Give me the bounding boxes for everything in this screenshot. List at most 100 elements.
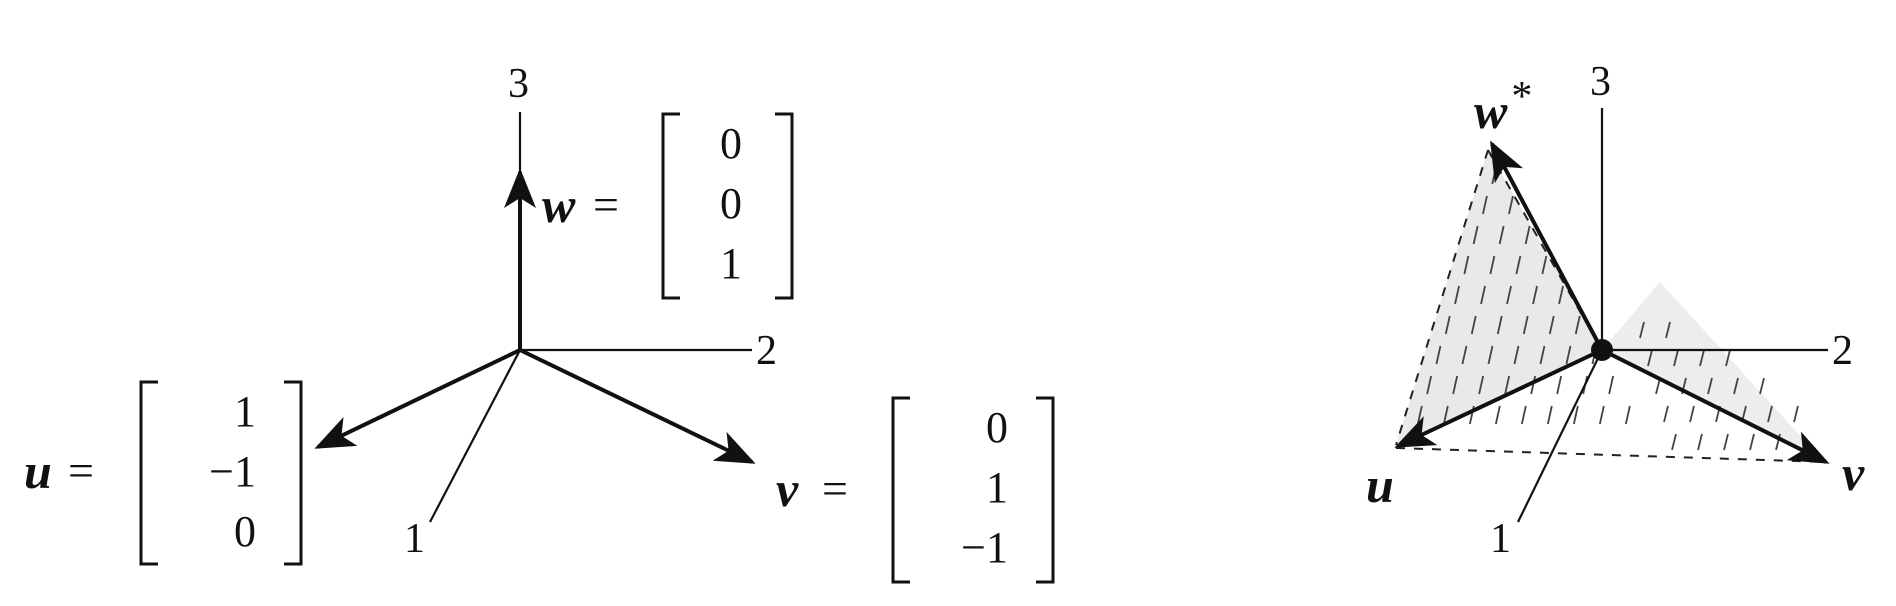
left-vector-v-arrow: [519, 348, 756, 464]
hatch-stroke: [1749, 433, 1755, 451]
hatch-stroke: [1524, 225, 1531, 245]
hatch-stroke: [1498, 225, 1505, 245]
vector-v-definition: v = 0 1 −1: [776, 396, 1055, 584]
left-axis-1: [429, 349, 521, 523]
hatch-stroke: [1639, 321, 1645, 339]
hatch-stroke: [1470, 315, 1477, 335]
right-axis-2-label: 2: [1832, 328, 1853, 374]
right-vector-v-arrow: [1601, 348, 1830, 464]
hatch-stroke: [1574, 315, 1581, 335]
hatch-stroke: [1565, 345, 1572, 365]
hatch-stroke: [1598, 405, 1605, 425]
vector-u-entry-2: −1: [209, 447, 256, 496]
right-vector-u-label: u: [1366, 457, 1394, 513]
hatch-stroke: [1480, 285, 1486, 305]
vector-u-left-bracket: [139, 380, 158, 566]
vector-v-left-bracket: [891, 396, 910, 584]
right-figure: 3 2 1 w* u v: [1366, 59, 1865, 562]
vector-u-equals: =: [68, 445, 94, 496]
hatch-stroke: [1673, 349, 1679, 367]
right-w-star-name: w: [1474, 83, 1508, 139]
hatch-stroke: [1532, 285, 1538, 305]
hatch-stroke: [1508, 195, 1514, 215]
hatch-stroke: [1689, 405, 1695, 423]
hatch-stroke: [1608, 375, 1615, 395]
hatch-stroke: [1793, 405, 1799, 423]
vector-w-name: w: [542, 177, 576, 233]
hatch-stroke: [1759, 377, 1765, 395]
left-vector-u-arrow: [314, 348, 521, 449]
vector-v-right-bracket: [1036, 396, 1055, 584]
hatch-stroke: [1647, 349, 1653, 367]
hatch-stroke: [1454, 285, 1460, 305]
hatch-stroke: [1461, 345, 1468, 365]
hatch-stroke: [1665, 321, 1671, 339]
hatch-stroke: [1530, 375, 1537, 395]
vector-w-entry-1: 0: [720, 119, 742, 168]
hatch-stroke: [1442, 405, 1449, 425]
right-axis-1: [1517, 349, 1603, 523]
hatch-stroke: [1520, 405, 1527, 425]
right-vector-u-arrow: [1394, 348, 1603, 448]
right-shaded-region-right: [1602, 282, 1824, 462]
left-figure: 3 2 1 w = 0 0 1 u = 1 −1 0 v: [24, 61, 1055, 584]
hatch-stroke: [1671, 433, 1677, 451]
right-vector-w-star-arrow: [1490, 140, 1604, 351]
vector-u-right-bracket: [284, 380, 303, 566]
hatch-stroke: [1699, 349, 1705, 367]
vector-u-entry-1: 1: [234, 387, 256, 436]
hatch-stroke: [1444, 315, 1451, 335]
right-axis-1-label: 1: [1490, 516, 1511, 562]
vector-u-definition: u = 1 −1 0: [24, 380, 303, 566]
right-dashed-edge-base: [1395, 447, 1827, 463]
right-vector-w-star-label: w*: [1474, 74, 1532, 139]
hatch-stroke: [1663, 405, 1669, 423]
hatch-stroke: [1489, 255, 1496, 275]
hatch-stroke: [1546, 405, 1553, 425]
left-axis-2-label: 2: [756, 328, 777, 374]
hatch-stroke: [1487, 345, 1494, 365]
hatch-stroke: [1572, 405, 1579, 425]
right-axis-3-label: 3: [1590, 59, 1611, 105]
hatch-stroke: [1548, 315, 1555, 335]
hatch-stroke: [1539, 345, 1546, 365]
vector-v-entry-3: −1: [961, 523, 1008, 572]
hatch-stroke: [1624, 405, 1631, 425]
hatch-stroke: [1463, 255, 1470, 275]
hatch-stroke: [1767, 405, 1773, 423]
hatch-stroke: [1513, 345, 1520, 365]
right-dashed-edge-top: [1395, 149, 1489, 446]
vector-u-entry-3: 0: [234, 507, 256, 556]
hatch-stroke: [1558, 285, 1564, 305]
right-w-star-superscript: *: [1511, 74, 1532, 120]
vector-w-entry-2: 0: [720, 179, 742, 228]
right-origin-dot: [1591, 339, 1613, 361]
hatch-stroke: [1541, 255, 1548, 275]
right-vector-v-label: v: [1842, 445, 1865, 501]
left-axis-1-label: 1: [404, 516, 425, 562]
hatch-stroke: [1506, 285, 1512, 305]
hatch-stroke: [1733, 377, 1739, 395]
hatch-stroke: [1435, 345, 1442, 365]
vector-w-equals: =: [593, 179, 619, 230]
hatch-stroke: [1496, 315, 1503, 335]
hatch-stroke: [1725, 349, 1731, 367]
vector-w-left-bracket: [661, 112, 680, 300]
left-axis-3-label: 3: [508, 61, 529, 107]
vector-v-entry-2: 1: [986, 463, 1008, 512]
vector-v-entry-1: 0: [986, 403, 1008, 452]
hatch-stroke: [1515, 255, 1522, 275]
hatch-stroke: [1426, 375, 1433, 395]
vector-w-right-bracket: [775, 112, 794, 300]
hatch-stroke: [1522, 315, 1529, 335]
hatch-stroke: [1472, 225, 1479, 245]
hatch-stroke: [1478, 375, 1485, 395]
hatch-stroke: [1556, 375, 1563, 395]
right-dashed-edge-inner: [1487, 149, 1603, 351]
vector-w-definition: w = 0 0 1: [542, 112, 794, 300]
right-shaded-region-left: [1396, 150, 1602, 445]
hatch-stroke: [1482, 195, 1488, 215]
hatch-stroke: [1504, 375, 1511, 395]
hatch-stroke: [1452, 375, 1459, 395]
